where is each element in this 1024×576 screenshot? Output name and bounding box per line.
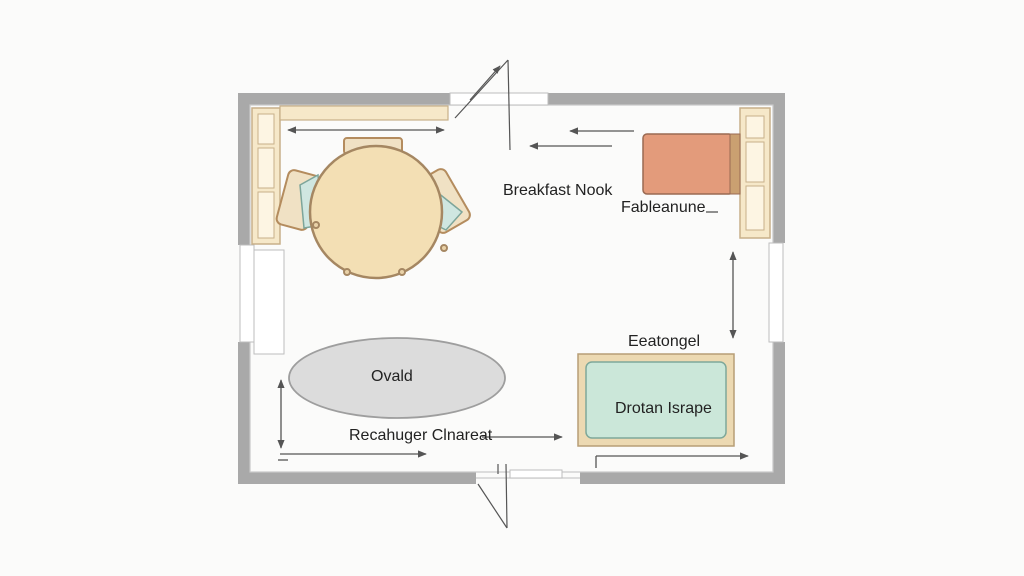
- right-cabinet: [739, 107, 771, 239]
- label-ovald: Ovald: [371, 368, 413, 385]
- window-bottom: [509, 469, 563, 479]
- label-drotan-isrape: Drotan Isrape: [615, 400, 712, 417]
- exterior-walls: [238, 93, 785, 484]
- dimension-arrow-icon: [277, 126, 749, 468]
- wall-left-upper: [238, 93, 250, 245]
- door-swing-icon: [454, 59, 511, 529]
- round-table-icon: [308, 144, 444, 280]
- rectangular-rug: [577, 353, 735, 447]
- label-recahuger-clnareat: Recahuger Clnareat: [349, 427, 493, 444]
- label-breakfast-nook: Breakfast Nook: [503, 182, 613, 199]
- table-legs: [312, 221, 448, 276]
- wall-bottom-right: [580, 472, 785, 484]
- label-eeatongel: Eeatongel: [628, 333, 701, 350]
- wall-right-lower: [773, 342, 785, 484]
- label-fableanune: Fableanune: [621, 199, 706, 216]
- left-cabinet: [251, 107, 281, 245]
- oval-rug: [288, 337, 506, 419]
- wall-left-lower: [238, 342, 250, 484]
- wall-right-upper: [773, 93, 785, 243]
- top-shelf: [279, 105, 449, 121]
- window-left: [239, 244, 255, 343]
- window-top: [449, 92, 549, 106]
- window-left-inner: [253, 249, 285, 355]
- sofa-icon: [642, 133, 741, 195]
- window-right: [768, 242, 784, 343]
- wall-bottom-left: [238, 472, 476, 484]
- dining-set: [275, 137, 471, 280]
- wall-top-left: [238, 93, 450, 105]
- wall-top-right: [548, 93, 785, 105]
- window-openings: [239, 92, 784, 479]
